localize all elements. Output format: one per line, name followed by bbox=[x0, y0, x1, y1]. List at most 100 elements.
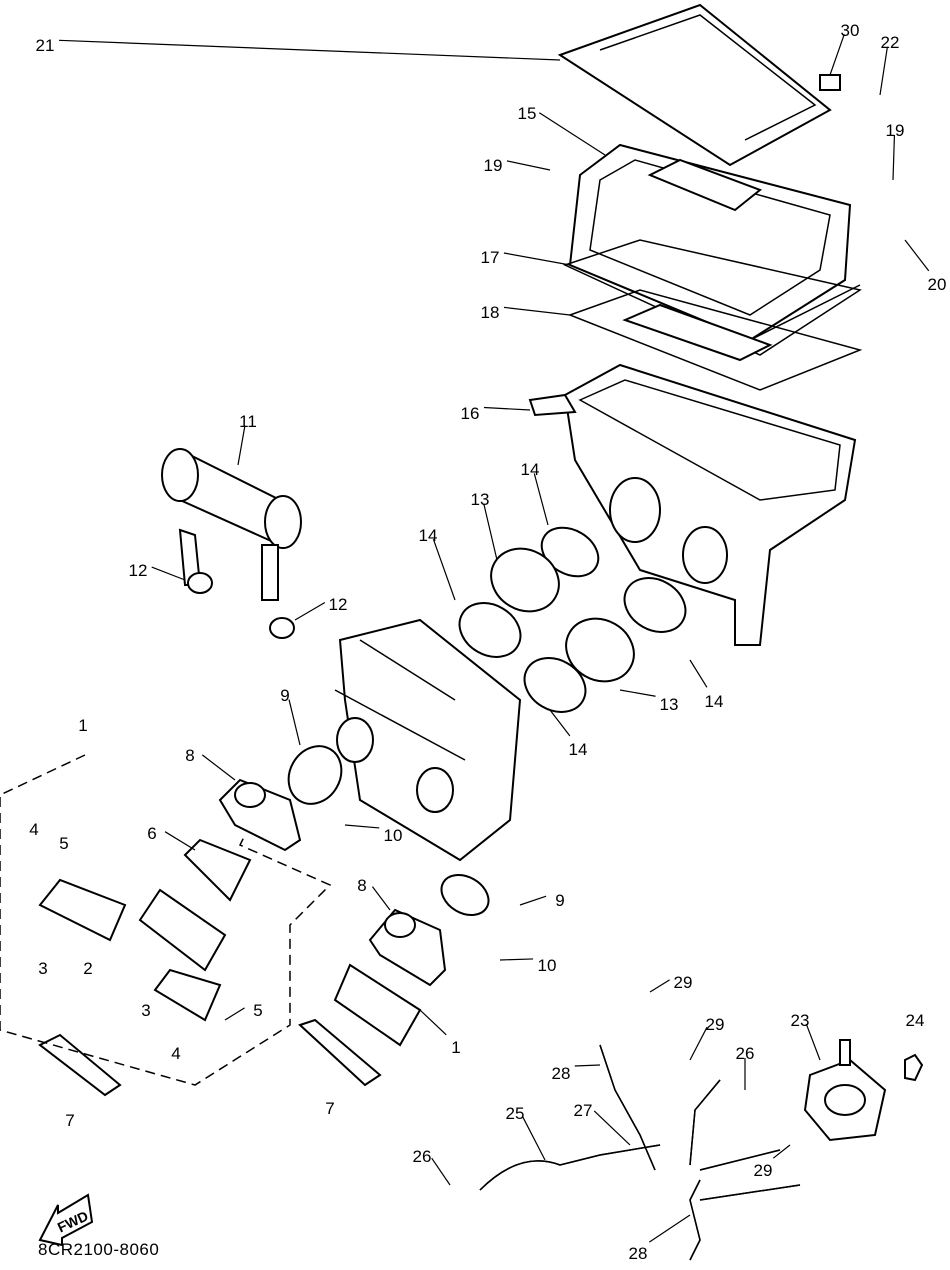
intake-silencer bbox=[161, 448, 302, 639]
callout-26: 26 bbox=[413, 1147, 432, 1166]
callout-8: 8 bbox=[357, 876, 366, 895]
callout-5: 5 bbox=[253, 1001, 262, 1020]
leader-line bbox=[619, 689, 656, 697]
leader-line bbox=[829, 33, 845, 76]
callout-9: 9 bbox=[555, 891, 564, 910]
leader-line bbox=[503, 306, 571, 316]
callout-20: 20 bbox=[928, 275, 947, 294]
callout-23: 23 bbox=[791, 1011, 810, 1030]
callout-14: 14 bbox=[705, 692, 724, 711]
leader-line bbox=[689, 659, 708, 688]
callout-labels: 2130221519192017181611141314121214131498… bbox=[29, 21, 946, 1263]
callout-8: 8 bbox=[185, 746, 194, 765]
callout-16: 16 bbox=[461, 404, 480, 423]
leader-line bbox=[689, 1026, 708, 1061]
callout-13: 13 bbox=[660, 695, 679, 714]
callout-29: 29 bbox=[706, 1015, 725, 1034]
callout-14: 14 bbox=[569, 740, 588, 759]
leader-line bbox=[58, 39, 561, 61]
leader-line bbox=[201, 754, 236, 781]
air-box-upper bbox=[568, 143, 861, 342]
leader-line bbox=[483, 503, 498, 561]
fuel-pump-and-hoses bbox=[479, 1039, 924, 1261]
callout-28: 28 bbox=[552, 1064, 571, 1083]
reed-valves bbox=[38, 838, 422, 1097]
callout-12: 12 bbox=[329, 595, 348, 614]
callout-7: 7 bbox=[325, 1099, 334, 1118]
callout-11: 11 bbox=[239, 412, 257, 431]
callout-22: 22 bbox=[881, 33, 900, 52]
leader-line bbox=[294, 601, 326, 621]
callout-4: 4 bbox=[29, 820, 38, 839]
callout-1: 1 bbox=[78, 716, 87, 735]
callout-14: 14 bbox=[521, 460, 540, 479]
callout-12: 12 bbox=[129, 561, 148, 580]
leader-line bbox=[533, 473, 549, 526]
reed-set-boundary bbox=[0, 754, 332, 1086]
callout-29: 29 bbox=[754, 1161, 773, 1180]
leader-line bbox=[892, 134, 896, 181]
callout-6: 6 bbox=[147, 824, 156, 843]
leader-line bbox=[649, 979, 670, 993]
leader-line bbox=[419, 1009, 447, 1036]
leader-line bbox=[237, 425, 246, 466]
leader-line bbox=[431, 1157, 451, 1186]
air-box-cover bbox=[557, 3, 841, 167]
callout-19: 19 bbox=[886, 121, 905, 140]
leader-line bbox=[483, 406, 531, 411]
callout-30: 30 bbox=[841, 21, 860, 40]
leader-line bbox=[432, 539, 456, 601]
carburetor-assembly bbox=[334, 618, 522, 862]
callout-1: 1 bbox=[451, 1038, 460, 1057]
callout-29: 29 bbox=[674, 973, 693, 992]
callout-10: 10 bbox=[538, 956, 557, 975]
leader-lines bbox=[58, 33, 930, 1243]
callout-9: 9 bbox=[280, 686, 289, 705]
callout-2: 2 bbox=[83, 959, 92, 978]
callout-24: 24 bbox=[906, 1011, 925, 1030]
leader-line bbox=[519, 895, 547, 906]
leader-line bbox=[506, 160, 551, 171]
callout-7: 7 bbox=[65, 1111, 74, 1130]
leader-line bbox=[549, 709, 571, 737]
leader-line bbox=[805, 1023, 821, 1061]
callout-19: 19 bbox=[484, 156, 503, 175]
leader-line bbox=[151, 566, 186, 581]
callout-5: 5 bbox=[59, 834, 68, 853]
callout-26: 26 bbox=[736, 1044, 755, 1063]
fwd-arrow: FWD bbox=[38, 1193, 94, 1247]
filter-element bbox=[567, 289, 863, 391]
callout-14: 14 bbox=[419, 526, 438, 545]
leader-line bbox=[371, 886, 391, 911]
leader-line bbox=[499, 958, 534, 961]
callout-25: 25 bbox=[506, 1104, 525, 1123]
leader-line bbox=[164, 831, 196, 851]
callout-28: 28 bbox=[629, 1244, 648, 1263]
drawing-code: 8CR2100-8060 bbox=[38, 1240, 160, 1259]
leader-line bbox=[574, 1064, 601, 1067]
air-box-lower bbox=[528, 363, 857, 646]
leader-line bbox=[648, 1214, 691, 1243]
leader-line bbox=[288, 699, 301, 746]
callout-10: 10 bbox=[384, 826, 403, 845]
leader-line bbox=[772, 1144, 791, 1159]
callout-13: 13 bbox=[471, 490, 490, 509]
filter-frame bbox=[622, 303, 773, 362]
leader-line bbox=[879, 46, 888, 96]
carburetor-joints bbox=[218, 778, 447, 987]
leader-line bbox=[593, 1110, 631, 1146]
leader-line bbox=[344, 824, 380, 829]
callout-18: 18 bbox=[481, 303, 500, 322]
leader-line bbox=[503, 252, 571, 266]
leader-line bbox=[904, 239, 930, 272]
callout-3: 3 bbox=[141, 1001, 150, 1020]
callout-3: 3 bbox=[38, 959, 47, 978]
callout-21: 21 bbox=[36, 36, 55, 55]
leader-line bbox=[539, 112, 606, 156]
leader-line bbox=[224, 1007, 245, 1021]
callout-27: 27 bbox=[574, 1101, 593, 1120]
callout-4: 4 bbox=[171, 1044, 180, 1063]
callout-17: 17 bbox=[481, 248, 500, 267]
